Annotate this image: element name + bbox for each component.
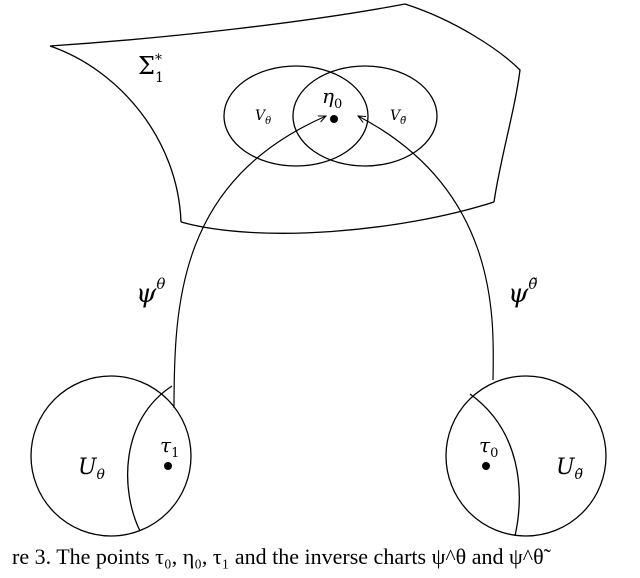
figure-caption: re 3. The points τ₀, η₀, τ₁ and the inve… xyxy=(12,544,544,569)
u-theta-tilde-label: Uθ̃ xyxy=(556,455,584,483)
surface-top-edge xyxy=(49,3,406,47)
u-theta-inner-arc xyxy=(127,385,173,532)
u-theta-tilde-inner-arc xyxy=(469,393,520,537)
tau0-label: τ0 xyxy=(479,433,498,461)
u-theta-tilde-circle xyxy=(445,375,607,537)
tau1-point xyxy=(164,462,172,470)
v-theta-tilde-ellipse xyxy=(292,65,438,167)
v-theta-ellipse xyxy=(223,65,369,167)
surface-left-edge xyxy=(49,45,182,223)
surface-right-edge xyxy=(404,3,521,203)
eta0-point xyxy=(330,115,338,123)
u-theta-label: Uθ xyxy=(78,455,106,483)
surface-bottom-edge xyxy=(180,201,495,234)
tau1-label: τ1 xyxy=(160,433,179,461)
psi-theta-tilde-label: ψθ̃ xyxy=(508,275,537,309)
tau0-point xyxy=(482,462,490,470)
u-theta-circle xyxy=(30,375,192,537)
eta0-label: η0 xyxy=(322,84,342,112)
v-theta-tilde-label: Vθ̃ xyxy=(390,108,406,127)
psi-theta-curve xyxy=(173,115,326,409)
v-theta-label: Vθ xyxy=(255,108,271,127)
surface-label: Σ*1 xyxy=(138,52,164,86)
surface-sigma xyxy=(49,3,521,234)
psi-theta-label: ψθ xyxy=(136,275,165,309)
psi-theta-tilde-curve xyxy=(358,116,494,381)
